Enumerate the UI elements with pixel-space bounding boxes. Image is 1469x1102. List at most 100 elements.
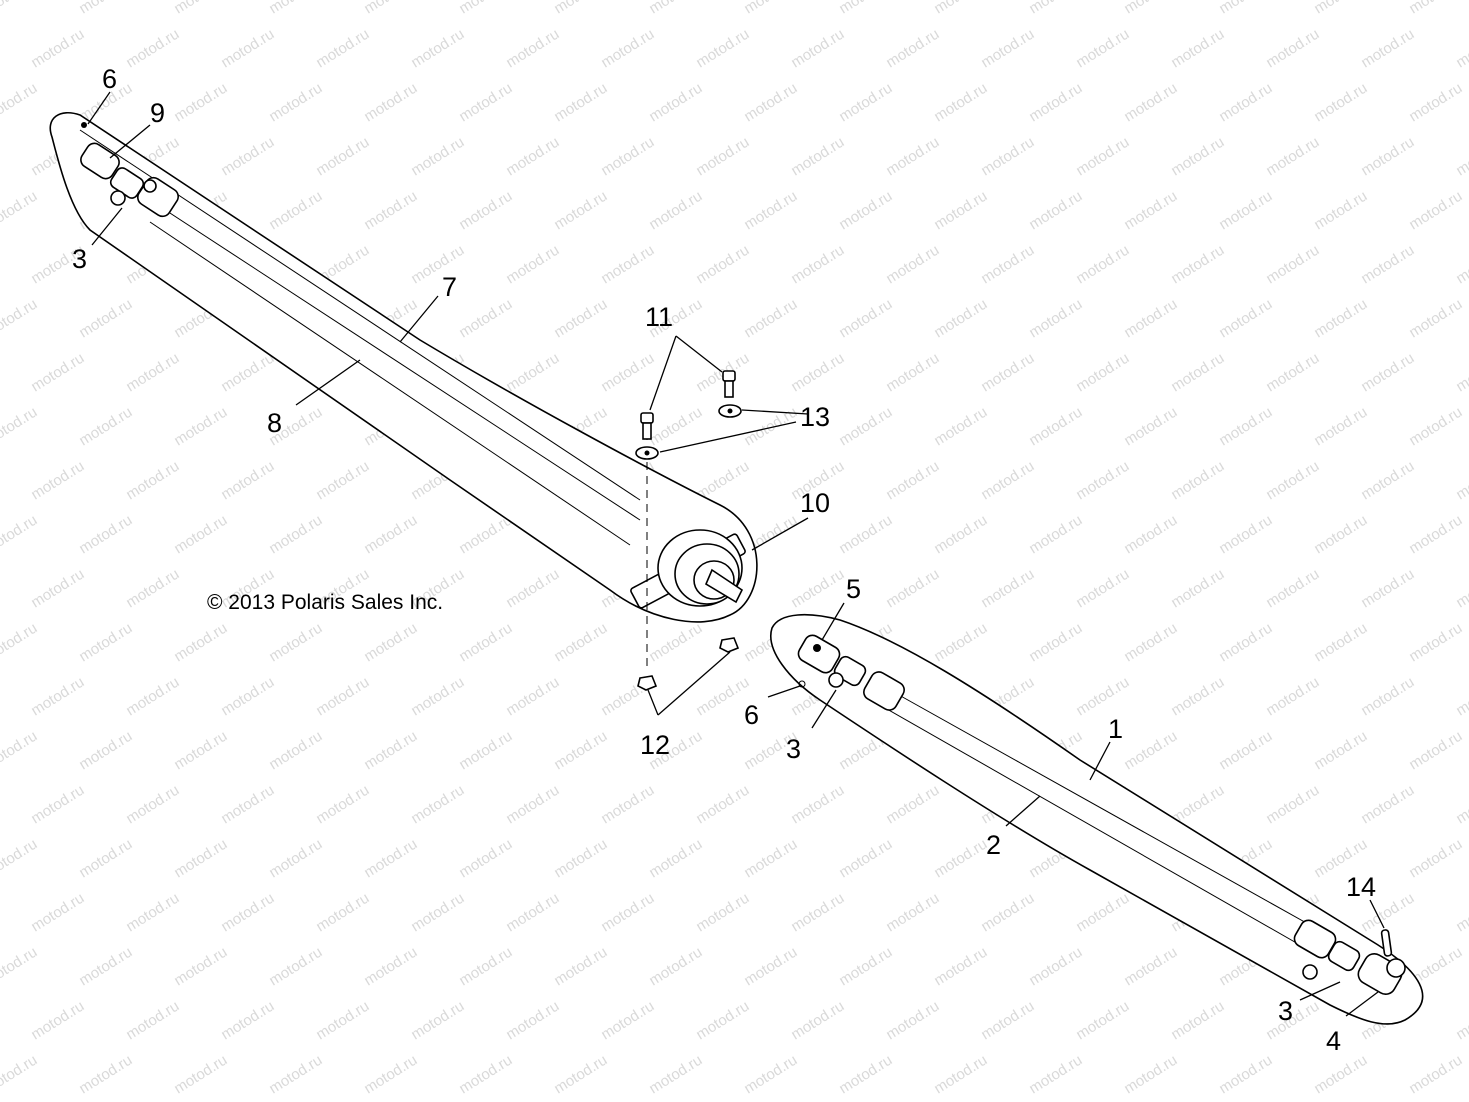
watermark-text: motod.ru	[1121, 296, 1180, 342]
watermark-text: motod.ru	[1026, 404, 1085, 450]
watermark-text: motod.ru	[408, 782, 467, 828]
watermark-text: motod.ru	[76, 1052, 135, 1098]
watermark-text: motod.ru	[408, 998, 467, 1044]
watermark-text: motod.ru	[218, 26, 277, 72]
watermark-text: motod.ru	[836, 188, 895, 234]
watermark-text: motod.ru	[741, 944, 800, 990]
rear-shaft-tube-bottom	[879, 704, 1301, 946]
watermark-text: motod.ru	[1263, 566, 1322, 612]
watermark-text: motod.ru	[171, 0, 230, 17]
watermark-text: motod.ru	[171, 1052, 230, 1098]
watermark-text: motod.ru	[836, 80, 895, 126]
watermark-text: motod.ru	[1263, 674, 1322, 720]
watermark-text: motod.ru	[788, 26, 847, 72]
watermark-text: motod.ru	[0, 296, 40, 342]
watermark-text: motod.ru	[171, 404, 230, 450]
watermark-text: motod.ru	[503, 782, 562, 828]
watermark-text: motod.ru	[76, 404, 135, 450]
watermark-text: motod.ru	[1073, 134, 1132, 180]
watermark-text: motod.ru	[76, 944, 135, 990]
watermark-text: motod.ru	[1453, 134, 1469, 180]
watermark-text: motod.ru	[313, 458, 372, 504]
watermark-text: motod.ru	[28, 458, 87, 504]
watermark-text: motod.ru	[598, 26, 657, 72]
watermark-text: motod.ru	[171, 728, 230, 774]
watermark-text: motod.ru	[598, 890, 657, 936]
watermark-text: motod.ru	[171, 512, 230, 558]
watermark-text: motod.ru	[503, 674, 562, 720]
watermark-text: motod.ru	[646, 836, 705, 882]
watermark-text: motod.ru	[313, 134, 372, 180]
watermark-text: motod.ru	[456, 0, 515, 17]
watermark-text: motod.ru	[978, 998, 1037, 1044]
watermark-text: motod.ru	[218, 998, 277, 1044]
watermark-text: motod.ru	[551, 836, 610, 882]
watermark-text: motod.ru	[0, 188, 40, 234]
watermark-text: motod.ru	[1311, 404, 1370, 450]
watermark-text: motod.ru	[1311, 80, 1370, 126]
rear-prop-shaft	[770, 613, 1424, 1025]
watermark-text: motod.ru	[266, 836, 325, 882]
watermark-text: motod.ru	[1073, 566, 1132, 612]
callout-3-rear-front: 3	[786, 734, 801, 764]
grease-fitting-icon	[81, 122, 87, 128]
watermark-text: motod.ru	[1216, 296, 1275, 342]
callout-3-rear: 3	[1278, 996, 1293, 1026]
watermark-text: motod.ru	[76, 296, 135, 342]
watermark-text: motod.ru	[551, 1052, 610, 1098]
watermark-text: motod.ru	[1026, 620, 1085, 666]
watermark-text: motod.ru	[408, 242, 467, 288]
watermark-text: motod.ru	[1263, 350, 1322, 396]
watermark-text: motod.ru	[361, 944, 420, 990]
watermark-text: motod.ru	[456, 836, 515, 882]
watermark-text: motod.ru	[313, 26, 372, 72]
watermark-text: motod.ru	[28, 350, 87, 396]
watermark-text: motod.ru	[1073, 674, 1132, 720]
watermark-text: motod.ru	[931, 620, 990, 666]
watermark-text: motod.ru	[1026, 0, 1085, 17]
watermark-text: motod.ru	[123, 782, 182, 828]
callout-6-front: 6	[102, 64, 117, 94]
watermark-text: motod.ru	[218, 458, 277, 504]
watermark-text: motod.ru	[171, 836, 230, 882]
watermark-text: motod.ru	[598, 350, 657, 396]
watermark-text: motod.ru	[788, 998, 847, 1044]
watermark-text: motod.ru	[1216, 512, 1275, 558]
watermark-text: motod.ru	[646, 1052, 705, 1098]
watermark-text: motod.ru	[1406, 836, 1465, 882]
watermark-text: motod.ru	[0, 620, 40, 666]
watermark-text: motod.ru	[1311, 620, 1370, 666]
watermark-text: motod.ru	[361, 512, 420, 558]
watermark-text: motod.ru	[693, 998, 752, 1044]
watermark-text: motod.ru	[1168, 350, 1227, 396]
watermark-text: motod.ru	[456, 728, 515, 774]
watermark-text: motod.ru	[0, 944, 40, 990]
watermark-text: motod.ru	[0, 512, 40, 558]
watermark-text: motod.ru	[883, 998, 942, 1044]
watermark-text: motod.ru	[503, 26, 562, 72]
watermark-text: motod.ru	[1263, 458, 1322, 504]
watermark-text: motod.ru	[836, 836, 895, 882]
watermark-text: motod.ru	[1026, 188, 1085, 234]
watermark-text: motod.ru	[1358, 26, 1417, 72]
watermark-text: motod.ru	[1026, 296, 1085, 342]
watermark-text: motod.ru	[1406, 188, 1465, 234]
watermark-text: motod.ru	[788, 350, 847, 396]
watermark-text: motod.ru	[788, 566, 847, 612]
watermark-text: motod.ru	[76, 0, 135, 17]
watermark-text: motod.ru	[0, 0, 40, 17]
watermark-text: motod.ru	[1026, 1052, 1085, 1098]
watermark-text: motod.ru	[1168, 998, 1227, 1044]
watermark-text: motod.ru	[883, 350, 942, 396]
watermark-text: motod.ru	[1453, 242, 1469, 288]
watermark-text: motod.ru	[218, 134, 277, 180]
watermark-text: motod.ru	[503, 134, 562, 180]
watermark-text: motod.ru	[1216, 728, 1275, 774]
watermark-text: motod.ru	[266, 1052, 325, 1098]
watermark-text: motod.ru	[931, 836, 990, 882]
watermark-text: motod.ru	[741, 1052, 800, 1098]
watermark-text: motod.ru	[266, 944, 325, 990]
watermark-text: motod.ru	[123, 458, 182, 504]
watermark-text: motod.ru	[1121, 0, 1180, 17]
